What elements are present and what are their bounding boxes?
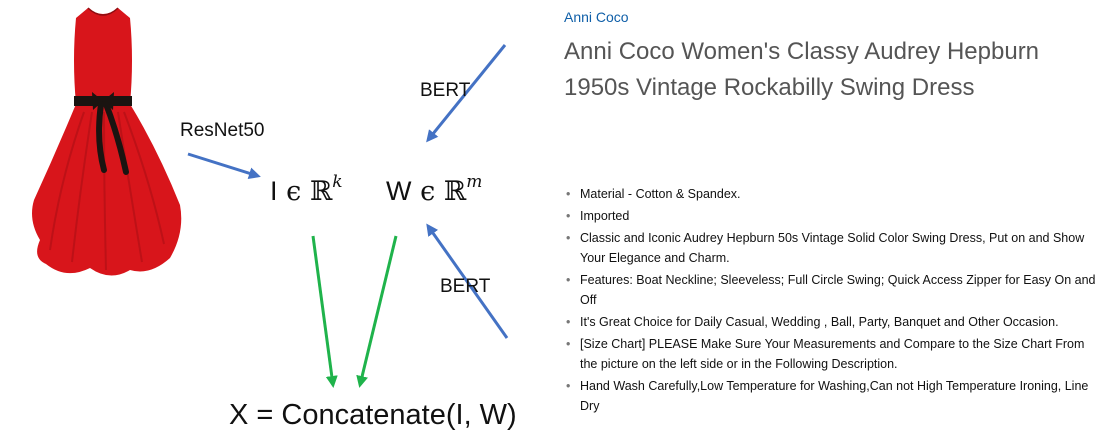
bert-label-top: BERT: [420, 80, 471, 101]
feature-bullet: Imported: [564, 206, 1104, 226]
image-vector-arrow: [311, 235, 338, 388]
bert-arrow-top: [426, 44, 507, 143]
text-vector-symbol: W: [386, 176, 412, 206]
image-vector-dim: k: [332, 172, 343, 192]
product-title: Anni Coco Women's Classy Audrey Hepburn …: [564, 38, 1040, 101]
bert-arrow-bottom: [426, 223, 509, 339]
image-vector-symbol: I: [270, 176, 278, 206]
dress-neckline: [87, 7, 119, 16]
feature-bullet: [Size Chart] PLEASE Make Sure Your Measu…: [564, 334, 1104, 374]
feature-bullets: Material - Cotton & Spandex. Imported Cl…: [564, 184, 1104, 418]
bert-label-bottom: BERT: [440, 276, 491, 297]
text-vector-space: ϵ ℝ: [420, 176, 467, 207]
image-vector-space: ϵ ℝ: [286, 176, 333, 207]
text-vector-dim: m: [466, 172, 483, 192]
feature-bullet: Material - Cotton & Spandex.: [564, 184, 1104, 204]
dress-skirt: [32, 104, 182, 276]
image-vector-label: I ϵ ℝk: [270, 174, 343, 208]
concatenate-formula: X = Concatenate(I, W): [229, 399, 517, 431]
feature-bullet: Hand Wash Carefully,Low Temperature for …: [564, 376, 1104, 416]
resnet50-label: ResNet50: [180, 120, 265, 141]
resnet-arrow: [187, 152, 261, 180]
text-vector-label: W ϵ ℝm: [386, 174, 482, 208]
feature-bullet: It's Great Choice for Daily Casual, Wedd…: [564, 312, 1104, 332]
dress-bodice: [74, 8, 132, 104]
feature-bullet: Classic and Iconic Audrey Hepburn 50s Vi…: [564, 228, 1104, 268]
dress-skirt-folds: [49, 111, 165, 271]
brand-link[interactable]: Anni Coco: [564, 9, 629, 25]
belt-ribbon-tails: [96, 101, 129, 175]
text-vector-arrow: [356, 235, 398, 388]
dress-image: [32, 7, 182, 276]
feature-bullet: Features: Boat Neckline; Sleeveless; Ful…: [564, 270, 1104, 310]
